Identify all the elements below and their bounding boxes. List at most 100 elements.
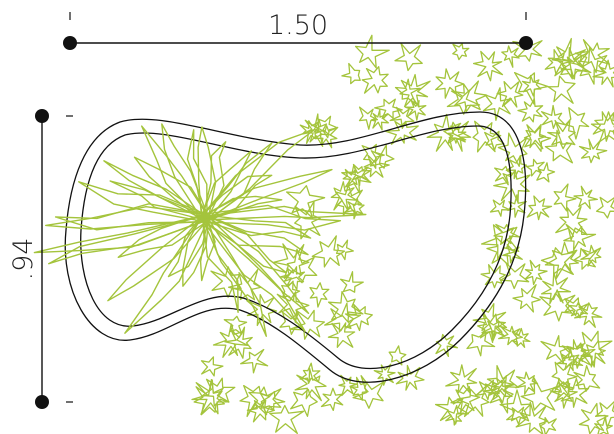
- shrub-leaf-cluster: [523, 124, 547, 150]
- shrub-leaf-cluster: [517, 98, 544, 123]
- height-dimension-top-dot: [35, 109, 49, 123]
- shrub-leaf-cluster: [327, 290, 364, 323]
- shrub-leaf-cluster: [446, 89, 481, 115]
- grass-blade: [186, 129, 208, 219]
- shrub-leaf-cluster: [521, 74, 542, 97]
- shrub-leaf-cluster: [294, 200, 321, 240]
- grass-blade: [202, 215, 310, 314]
- shrub-leaf-cluster: [481, 320, 503, 342]
- shrub-leaf-cluster: [283, 248, 318, 284]
- shrub-leaf-cluster: [294, 367, 327, 402]
- shrub-leaf-cluster: [227, 268, 262, 301]
- grass-blade: [141, 125, 209, 221]
- shrub-leaf-cluster: [341, 164, 372, 194]
- shrub-leaf-cluster: [555, 206, 588, 241]
- shrub-leaf-cluster: [577, 46, 608, 85]
- shrub-leaf-cluster: [524, 259, 548, 286]
- shrub-leaf-cluster: [499, 262, 530, 290]
- shrub-leaf-cluster: [201, 377, 236, 407]
- shrub-leaf-cluster: [443, 120, 472, 152]
- shrub-leaf-cluster: [341, 62, 361, 85]
- shrub-leaf-cluster: [480, 264, 506, 289]
- shrub-leaf-cluster: [482, 379, 513, 404]
- shrub-leaf-cluster: [547, 119, 576, 150]
- shrub-leaf-cluster: [224, 326, 253, 359]
- shrub-leaf-cluster: [547, 75, 576, 104]
- shrub-leaf-cluster: [554, 46, 592, 80]
- shrub-leaf-cluster: [445, 364, 478, 394]
- shrub-leaf-cluster: [452, 42, 470, 61]
- shrub-leaf-cluster: [370, 109, 389, 131]
- grass-blade: [202, 216, 267, 337]
- width-dimension-right-dot: [519, 36, 533, 50]
- shrub-leaf-cluster: [590, 111, 614, 143]
- shrub-leaf-cluster: [515, 401, 549, 434]
- shrub-leaf-cluster: [576, 330, 613, 368]
- ornamental-grass-plant: [33, 123, 367, 337]
- grass-blade: [203, 195, 283, 222]
- width-dimension-label: 1.50: [268, 10, 328, 41]
- shrub-leaf-cluster: [330, 181, 358, 211]
- shrub-leaf-cluster: [395, 364, 425, 391]
- shrub-leaf-cluster: [290, 388, 318, 417]
- shrub-leaf-cluster: [551, 361, 578, 391]
- shrub-leaf-cluster: [342, 168, 361, 186]
- shrub-leaf-cluster: [505, 155, 528, 180]
- grass-blade: [78, 181, 207, 223]
- shrub-leaf-cluster: [477, 313, 507, 344]
- shrub-leaf-cluster: [544, 49, 573, 75]
- shrub-leaf-cluster: [564, 297, 584, 317]
- shrub-leaf-cluster: [358, 106, 379, 130]
- shrub-leaf-cluster: [223, 315, 248, 335]
- grass-blade: [204, 204, 342, 231]
- shrub-leaf-cluster: [540, 335, 572, 365]
- width-dimension-left-dot: [63, 36, 77, 50]
- shrub-leaf-cluster: [394, 78, 421, 105]
- shrub-leaf-cluster: [484, 380, 514, 414]
- shrub-leaf-cluster: [435, 68, 465, 99]
- shrub-leaf-cluster: [435, 333, 459, 358]
- shrub-leaf-cluster: [492, 375, 515, 397]
- shrub-leaf-cluster: [335, 239, 354, 261]
- shrub-leaf-cluster: [281, 280, 301, 302]
- grass-blade: [201, 215, 306, 333]
- shrub-leaf-cluster: [445, 404, 465, 426]
- shrub-leaf-cluster: [506, 406, 528, 425]
- shrub-leaf-cluster: [269, 404, 305, 434]
- shrub-leaf-cluster: [515, 371, 539, 395]
- shrub-leaf-cluster: [399, 73, 431, 108]
- shrub-leaf-cluster: [472, 120, 502, 153]
- shrub-leaf-cluster: [361, 66, 389, 94]
- shrub-leaf-cluster: [592, 59, 614, 88]
- height-dimension-bottom-dot: [35, 395, 49, 409]
- shrub-leaf-cluster: [513, 71, 549, 105]
- shrub-leaf-cluster: [472, 50, 504, 82]
- shrub-leaf-cluster: [246, 294, 278, 327]
- shrub-leaf-cluster: [498, 325, 524, 346]
- shrub-leaf-cluster: [352, 375, 384, 409]
- shrub-leaf-cluster: [484, 130, 505, 152]
- shrub-leaf-cluster: [499, 389, 532, 422]
- shrub-leaf-cluster: [594, 401, 614, 429]
- shrub-leaf-cluster: [240, 348, 269, 374]
- shrub-leaf-cluster: [501, 45, 520, 68]
- shrub-leaf-cluster: [434, 396, 470, 425]
- shrub-leaf-cluster: [573, 365, 601, 392]
- shrub-leaf-cluster: [426, 113, 467, 152]
- pool-outline: [64, 111, 527, 383]
- shrub-leaf-cluster: [539, 289, 576, 322]
- shrub-leaf-cluster: [578, 402, 609, 434]
- shrub-leaf-cluster: [540, 247, 576, 276]
- shrub-leaf-cluster: [450, 80, 488, 113]
- grass-blade: [124, 215, 209, 334]
- grass-blade: [201, 150, 252, 221]
- shrub-leaf-cluster: [592, 111, 614, 142]
- shrub-leaf-cluster: [512, 37, 543, 62]
- shrub-leaf-cluster: [526, 195, 553, 221]
- shrub-leaf-cluster: [311, 235, 346, 268]
- grass-blade: [33, 214, 207, 254]
- shrub-leaf-cluster: [338, 374, 358, 397]
- height-dimension-label: .94: [8, 238, 39, 281]
- shrub-leaf-cluster: [525, 158, 545, 177]
- shrub-leaf-cluster: [553, 183, 577, 212]
